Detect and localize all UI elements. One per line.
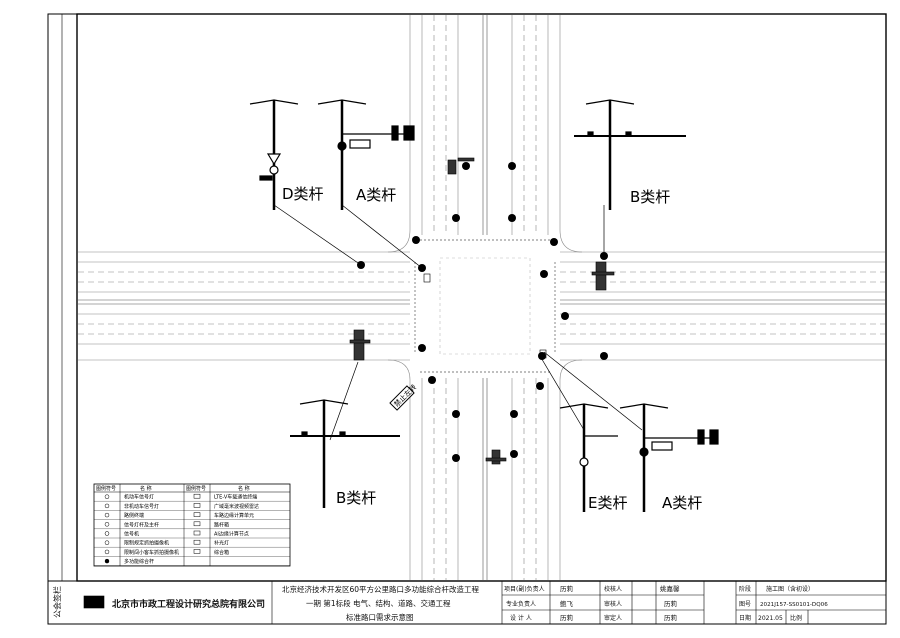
pole-d-nw bbox=[249, 99, 299, 210]
company-name: 北京市市政工程设计研究总院有限公司 bbox=[112, 598, 265, 610]
label-e-se: E类杆 bbox=[588, 494, 627, 512]
role-label-2: 专业负责人 bbox=[506, 600, 536, 608]
label-b-ne: B类杆 bbox=[630, 188, 670, 206]
number-value: 2021J157-SS0101-DQ06 bbox=[760, 602, 828, 608]
legend-symbol bbox=[104, 549, 110, 555]
legend-left-item: 非机动车信号灯 bbox=[124, 503, 159, 510]
label-a-nw: A类杆 bbox=[356, 186, 396, 204]
legend-symbol bbox=[193, 521, 201, 527]
date-value: 2021.05 bbox=[758, 615, 783, 622]
side-stamp: 公会签栏 bbox=[52, 586, 62, 618]
road-plan bbox=[78, 15, 885, 580]
pole-b-ne bbox=[574, 99, 686, 210]
legend-right-item: 广域毫米波视频雷达 bbox=[214, 503, 259, 510]
legend-h4: 名 称 bbox=[238, 485, 250, 492]
legend-left-item: 路侧终端 bbox=[124, 512, 144, 519]
legend-symbol bbox=[193, 503, 201, 508]
legend-symbol bbox=[104, 531, 110, 536]
legend-symbol bbox=[193, 539, 201, 545]
check-label-2: 审核人 bbox=[604, 600, 622, 608]
drawing-title: 标准路口需求示意图 bbox=[346, 612, 414, 622]
project-line2: 一期 第1标段 电气、结构、道路、交通工程 bbox=[306, 598, 451, 608]
check-label-3: 审定人 bbox=[604, 614, 622, 622]
legend-left-item: 限制闯小客车抓拍摄像机 bbox=[124, 549, 179, 556]
label-b-sw: B类杆 bbox=[336, 489, 376, 507]
role-name-1: 历莉 bbox=[560, 584, 574, 593]
pole-a-se bbox=[619, 403, 719, 512]
legend-left-item: 信号机 bbox=[124, 531, 139, 538]
pole-b-sw bbox=[290, 399, 400, 508]
legend-symbol bbox=[104, 512, 110, 518]
sign-box: 禁止左转 bbox=[389, 382, 418, 411]
date-label: 日期 bbox=[739, 614, 751, 622]
role-label-3: 设 计 人 bbox=[510, 614, 532, 622]
legend-right-item: LTE-V车载通信终端 bbox=[214, 494, 257, 501]
title-block bbox=[77, 581, 886, 625]
legend-symbol bbox=[104, 558, 110, 564]
legend-right-item: 综合箱 bbox=[214, 549, 229, 556]
equipment-clusters bbox=[349, 157, 615, 465]
legend-symbol bbox=[104, 540, 110, 545]
legend-symbol bbox=[104, 522, 110, 527]
label-d-nw: D类杆 bbox=[282, 185, 324, 203]
check-name-1: 姚嘉馨 bbox=[660, 584, 680, 593]
legend-right-item: 车路边缘计算单元 bbox=[214, 512, 254, 519]
role-name-3: 历莉 bbox=[560, 613, 574, 622]
legend-h1: 图例符号 bbox=[96, 485, 116, 492]
legend-symbol bbox=[104, 503, 110, 509]
scale-label: 比例 bbox=[790, 614, 802, 622]
leader-lines bbox=[273, 204, 643, 441]
pole-dots bbox=[357, 162, 608, 462]
plan-frame bbox=[76, 13, 887, 582]
legend-left-item: 多功能综合杆 bbox=[124, 558, 154, 565]
pole-e-se bbox=[559, 403, 618, 512]
legend-symbol bbox=[193, 512, 201, 517]
legend-symbol bbox=[193, 549, 201, 554]
legend-symbol bbox=[193, 530, 201, 536]
project-line1: 北京经济技术开发区60平方公里路口多功能综合杆改造工程 bbox=[282, 584, 480, 594]
pole-a-nw bbox=[317, 99, 415, 210]
legend-h2: 名 称 bbox=[140, 485, 152, 492]
legend-symbol bbox=[193, 493, 201, 499]
legend-left-item: 信号灯杆及主杆 bbox=[124, 521, 159, 528]
legend-h3: 图例符号 bbox=[186, 485, 206, 492]
legend-symbol bbox=[104, 494, 110, 499]
legend-right-item: 补光灯 bbox=[214, 540, 229, 547]
stage-value: 施工图（含初设） bbox=[766, 585, 814, 593]
svg-text:禁止左转: 禁止左转 bbox=[392, 382, 418, 408]
legend-left-item: 机动车信号灯 bbox=[124, 494, 154, 501]
number-label: 图号 bbox=[739, 601, 751, 608]
role-label-1: 项目(副)负责人 bbox=[504, 585, 545, 593]
label-a-se: A类杆 bbox=[662, 494, 702, 512]
check-name-2: 历莉 bbox=[664, 599, 678, 608]
legend-right-item: AI边缘计算节点 bbox=[214, 531, 249, 538]
role-name-2: 鲍飞 bbox=[560, 599, 574, 608]
check-name-3: 历莉 bbox=[664, 613, 678, 622]
check-label-1: 校核人 bbox=[604, 585, 622, 593]
stage-label: 阶段 bbox=[739, 585, 751, 593]
legend-left-item: 限制规定抓拍摄像机 bbox=[124, 540, 169, 547]
legend-right-item: 路杆箱 bbox=[214, 521, 229, 528]
